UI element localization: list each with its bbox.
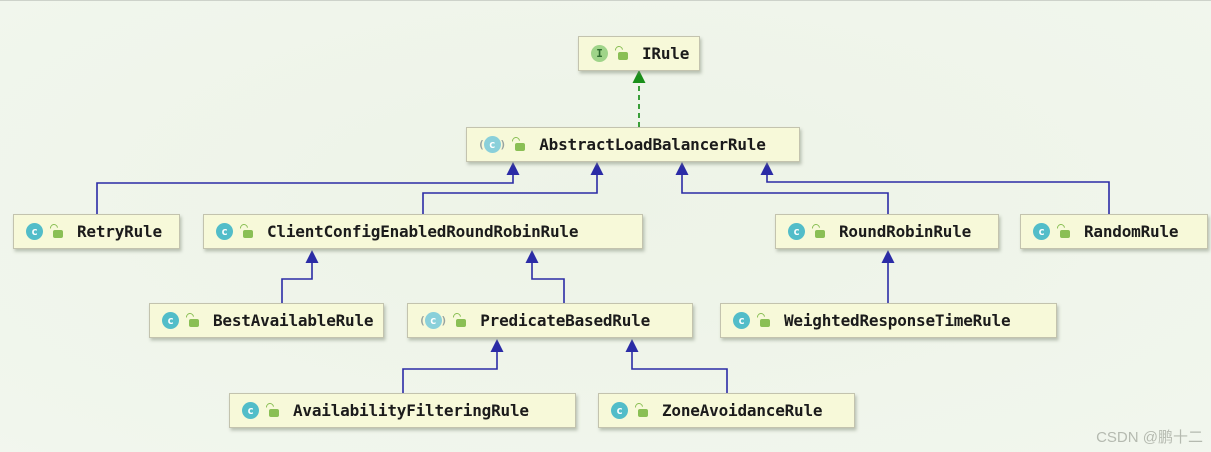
class-node-availabilityfilteringrule[interactable]: c AvailabilityFilteringRule (229, 393, 576, 428)
class-node-retryrule[interactable]: c RetryRule (13, 214, 180, 249)
edge-roundRobinRule-extends-abstractLoadBalancerRule (675, 162, 889, 214)
class-name-label: ZoneAvoidanceRule (662, 401, 823, 420)
class-node-zoneavoidancerule[interactable]: c ZoneAvoidanceRule (598, 393, 855, 428)
edge-randomRule-extends-abstractLoadBalancerRule (760, 162, 1110, 214)
edge-abstractLoadBalancerRule-implements-irule (632, 70, 646, 127)
edge-predicateBasedRule-extends-clientConfigEnabledRoundRobinRule (525, 250, 565, 303)
class-icon: c (733, 312, 750, 329)
public-lock-icon (613, 44, 629, 60)
edge-clientConfigEnabledRoundRobinRule-extends-abstractLoadBalancerRule (422, 162, 604, 214)
public-lock-icon (633, 401, 649, 417)
public-lock-icon (264, 401, 280, 417)
edge-weightedResponseTimeRule-extends-roundRobinRule (881, 250, 895, 303)
public-lock-icon (451, 311, 467, 327)
class-name-label: WeightedResponseTimeRule (784, 311, 1011, 330)
class-node-randomrule[interactable]: c RandomRule (1020, 214, 1208, 249)
class-name-label: ClientConfigEnabledRoundRobinRule (267, 222, 579, 241)
edge-zoneAvoidanceRule-extends-predicateBasedRule (625, 339, 728, 393)
edge-availabilityFilteringRule-extends-predicateBasedRule (402, 339, 504, 393)
class-node-roundrobinrule[interactable]: c RoundRobinRule (775, 214, 999, 249)
class-icon: c (611, 402, 628, 419)
public-lock-icon (810, 222, 826, 238)
interface-node-irule[interactable]: I IRule (578, 36, 700, 71)
public-lock-icon (755, 311, 771, 327)
watermark: CSDN @鹏十二 (1096, 429, 1203, 446)
class-name-label: BestAvailableRule (213, 311, 374, 330)
class-icon: c (162, 312, 179, 329)
class-node-weightedresponsetimerule[interactable]: c WeightedResponseTimeRule (720, 303, 1057, 338)
edge-bestAvailableRule-extends-clientConfigEnabledRoundRobinRule (281, 250, 319, 303)
class-icon: c (1033, 223, 1050, 240)
public-lock-icon (1055, 222, 1071, 238)
class-name-label: RandomRule (1084, 222, 1179, 241)
class-name-label: PredicateBasedRule (480, 311, 651, 330)
class-node-bestavailablerule[interactable]: c BestAvailableRule (149, 303, 384, 338)
interface-icon: I (591, 45, 608, 62)
public-lock-icon (48, 222, 64, 238)
class-name-label: IRule (642, 44, 690, 63)
edge-retryRule-extends-abstractLoadBalancerRule (96, 162, 520, 214)
class-node-clientconfigenabledroundrobinrule[interactable]: c ClientConfigEnabledRoundRobinRule (203, 214, 643, 249)
class-icon: c (788, 223, 805, 240)
class-name-label: AvailabilityFilteringRule (293, 401, 529, 420)
public-lock-icon (238, 222, 254, 238)
class-name-label: RetryRule (77, 222, 162, 241)
class-icon: c (216, 223, 233, 240)
public-lock-icon (510, 135, 526, 151)
class-name-label: RoundRobinRule (839, 222, 972, 241)
abstract-class-node-abstractloadbalancerrule[interactable]: (c) AbstractLoadBalancerRule (466, 127, 800, 162)
class-icon: c (242, 402, 259, 419)
class-icon: c (26, 223, 43, 240)
abstract-class-node-predicatebasedrule[interactable]: (c) PredicateBasedRule (407, 303, 693, 338)
abstract-class-icon: (c) (478, 136, 507, 153)
public-lock-icon (184, 311, 200, 327)
abstract-class-icon: (c) (419, 312, 448, 329)
class-name-label: AbstractLoadBalancerRule (539, 135, 766, 154)
